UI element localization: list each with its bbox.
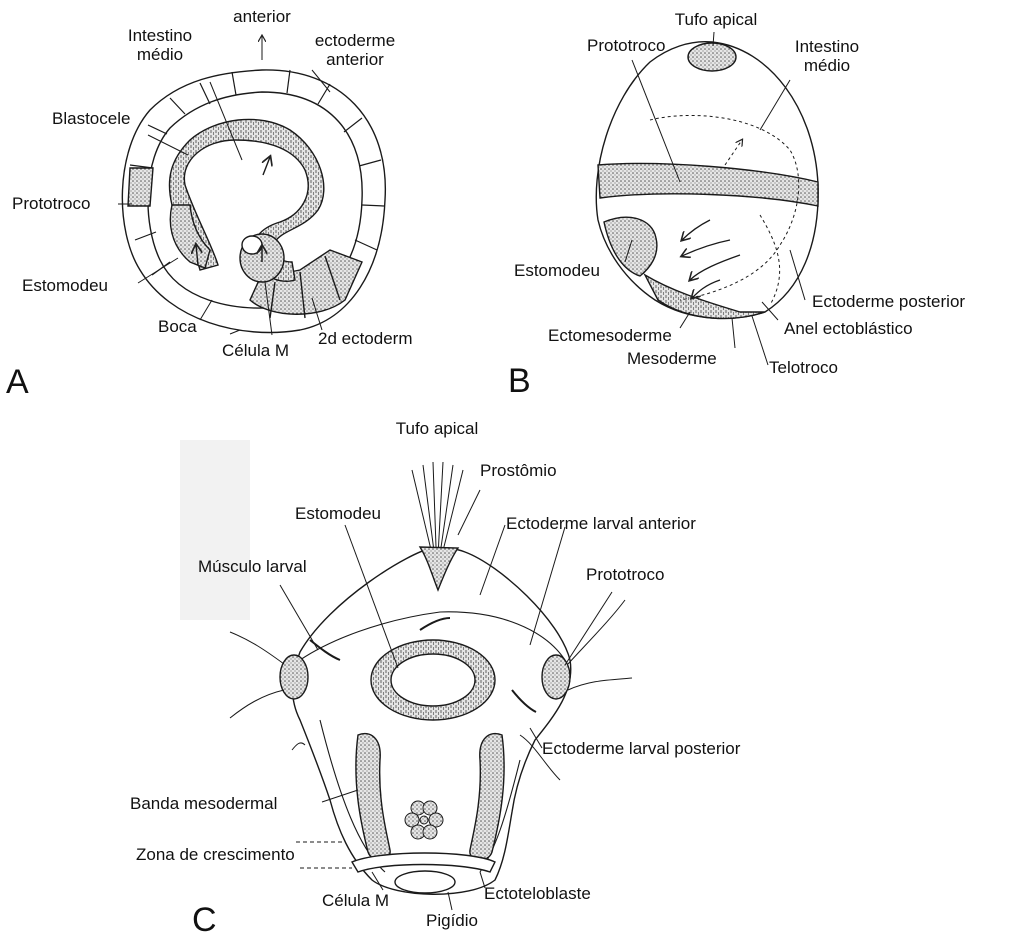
- label-a-boca: Boca: [158, 318, 197, 337]
- label-b-ectomesoderme: Ectomesoderme: [548, 327, 672, 346]
- panel-c-scan-shading: [180, 440, 250, 620]
- label-a-anterior: anterior: [233, 8, 291, 27]
- label-c-prototroco: Prototroco: [586, 566, 664, 585]
- label-b-anel-ectoblastico: Anel ectoblástico: [784, 320, 913, 339]
- label-c-celula-m: Célula M: [322, 892, 389, 911]
- label-a-celula-m: Célula M: [222, 342, 289, 361]
- label-a-intestino-medio: Intestino médio: [128, 27, 192, 64]
- label-a-ectoderme-anterior: ectoderme anterior: [315, 32, 395, 69]
- label-c-prostomio: Prostômio: [480, 462, 557, 481]
- label-c-tufo-apical: Tufo apical: [396, 420, 479, 439]
- label-b-telotroco: Telotroco: [769, 359, 838, 378]
- panel-label-b: B: [508, 364, 531, 398]
- label-a-2d-ectoderm: 2d ectoderm: [318, 330, 413, 349]
- label-a-estomodeu: Estomodeu: [22, 277, 108, 296]
- label-b-mesoderme: Mesoderme: [627, 350, 717, 369]
- label-b-ectoderme-posterior: Ectoderme posterior: [812, 293, 965, 312]
- panel-a-embryo: [122, 70, 385, 333]
- label-c-zona-de-crescimento: Zona de crescimento: [136, 846, 295, 865]
- label-b-tufo-apical: Tufo apical: [675, 11, 758, 30]
- label-c-pigidio: Pigídio: [426, 912, 478, 931]
- label-a-prototroco: Prototroco: [12, 195, 90, 214]
- label-b-estomodeu: Estomodeu: [514, 262, 600, 281]
- label-a-blastocele: Blastocele: [52, 110, 130, 129]
- label-c-ectoderme-larval-posterior: Ectoderme larval posterior: [542, 740, 740, 759]
- panel-label-a: A: [6, 365, 29, 399]
- label-b-prototroco: Prototroco: [587, 37, 665, 56]
- panel-label-c: C: [192, 903, 217, 937]
- label-c-ectoteloblaste: Ectoteloblaste: [484, 885, 591, 904]
- label-c-musculo-larval: Músculo larval: [198, 558, 307, 577]
- label-c-ectoderme-larval-anterior: Ectoderme larval anterior: [506, 515, 696, 534]
- label-c-banda-mesodermal: Banda mesodermal: [130, 795, 277, 814]
- label-b-intestino-medio: Intestino médio: [795, 38, 859, 75]
- panel-b-embryo: [596, 42, 818, 319]
- label-c-estomodeu: Estomodeu: [295, 505, 381, 524]
